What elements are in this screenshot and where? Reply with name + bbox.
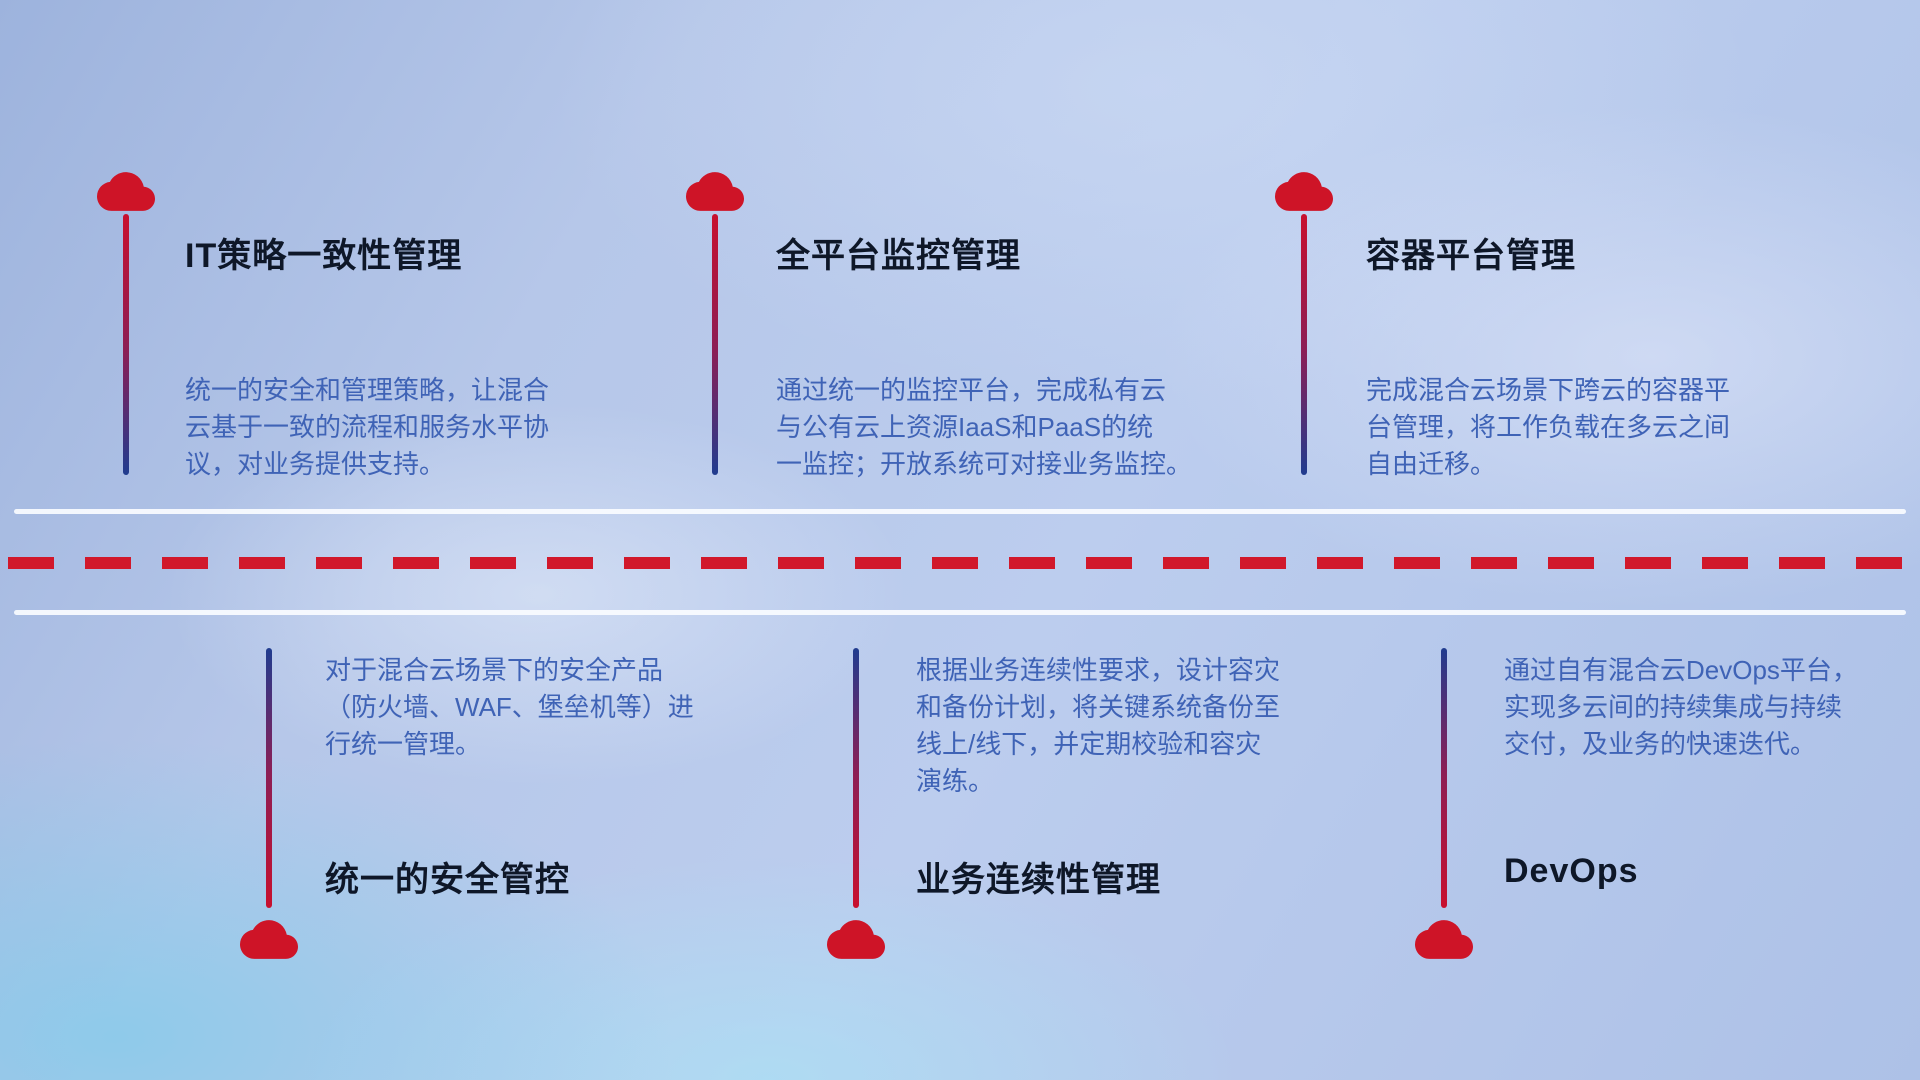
cloud-icon xyxy=(686,172,744,211)
feature-description: 通过自有混合云DevOps平台， 实现多云间的持续集成与持续 交付，及业务的快速… xyxy=(1504,655,1858,759)
feature-description: 根据业务连续性要求，设计容灾 和备份计划，将关键系统备份至 线上/线下，并定期校… xyxy=(916,655,1281,796)
cloud-icon xyxy=(240,920,298,959)
feature-title: DevOps xyxy=(1504,852,1639,890)
divider-dashed xyxy=(8,557,1920,569)
timeline-stem xyxy=(123,214,129,475)
feature-description: 对于混合云场景下的安全产品 （防火墙、WAF、堡垒机等）进 行统一管理。 xyxy=(325,655,694,759)
feature-description: 通过统一的监控平台，完成私有云 与公有云上资源IaaS和PaaS的统 一监控；开… xyxy=(776,375,1193,479)
timeline-stem xyxy=(1441,648,1447,908)
timeline-stem xyxy=(712,214,718,475)
timeline-stem xyxy=(266,648,272,908)
feature-description: 完成混合云场景下跨云的容器平 台管理，将工作负载在多云之间 自由迁移。 xyxy=(1366,375,1731,479)
timeline-stem xyxy=(1301,214,1307,475)
divider-solid-top xyxy=(14,509,1906,514)
feature-description: 统一的安全和管理策略，让混合 云基于一致的流程和服务水平协 议，对业务提供支持。 xyxy=(185,375,550,479)
feature-title: 容器平台管理 xyxy=(1366,237,1576,275)
feature-title: 全平台监控管理 xyxy=(776,237,1021,275)
cloud-icon xyxy=(1275,172,1333,211)
divider-solid-bottom xyxy=(14,610,1906,615)
feature-title: IT策略一致性管理 xyxy=(185,237,463,275)
cloud-icon xyxy=(1415,920,1473,959)
feature-title: 业务连续性管理 xyxy=(916,861,1161,899)
cloud-icon xyxy=(827,920,885,959)
feature-title: 统一的安全管控 xyxy=(325,861,570,899)
timeline-stem xyxy=(853,648,859,908)
cloud-icon xyxy=(97,172,155,211)
